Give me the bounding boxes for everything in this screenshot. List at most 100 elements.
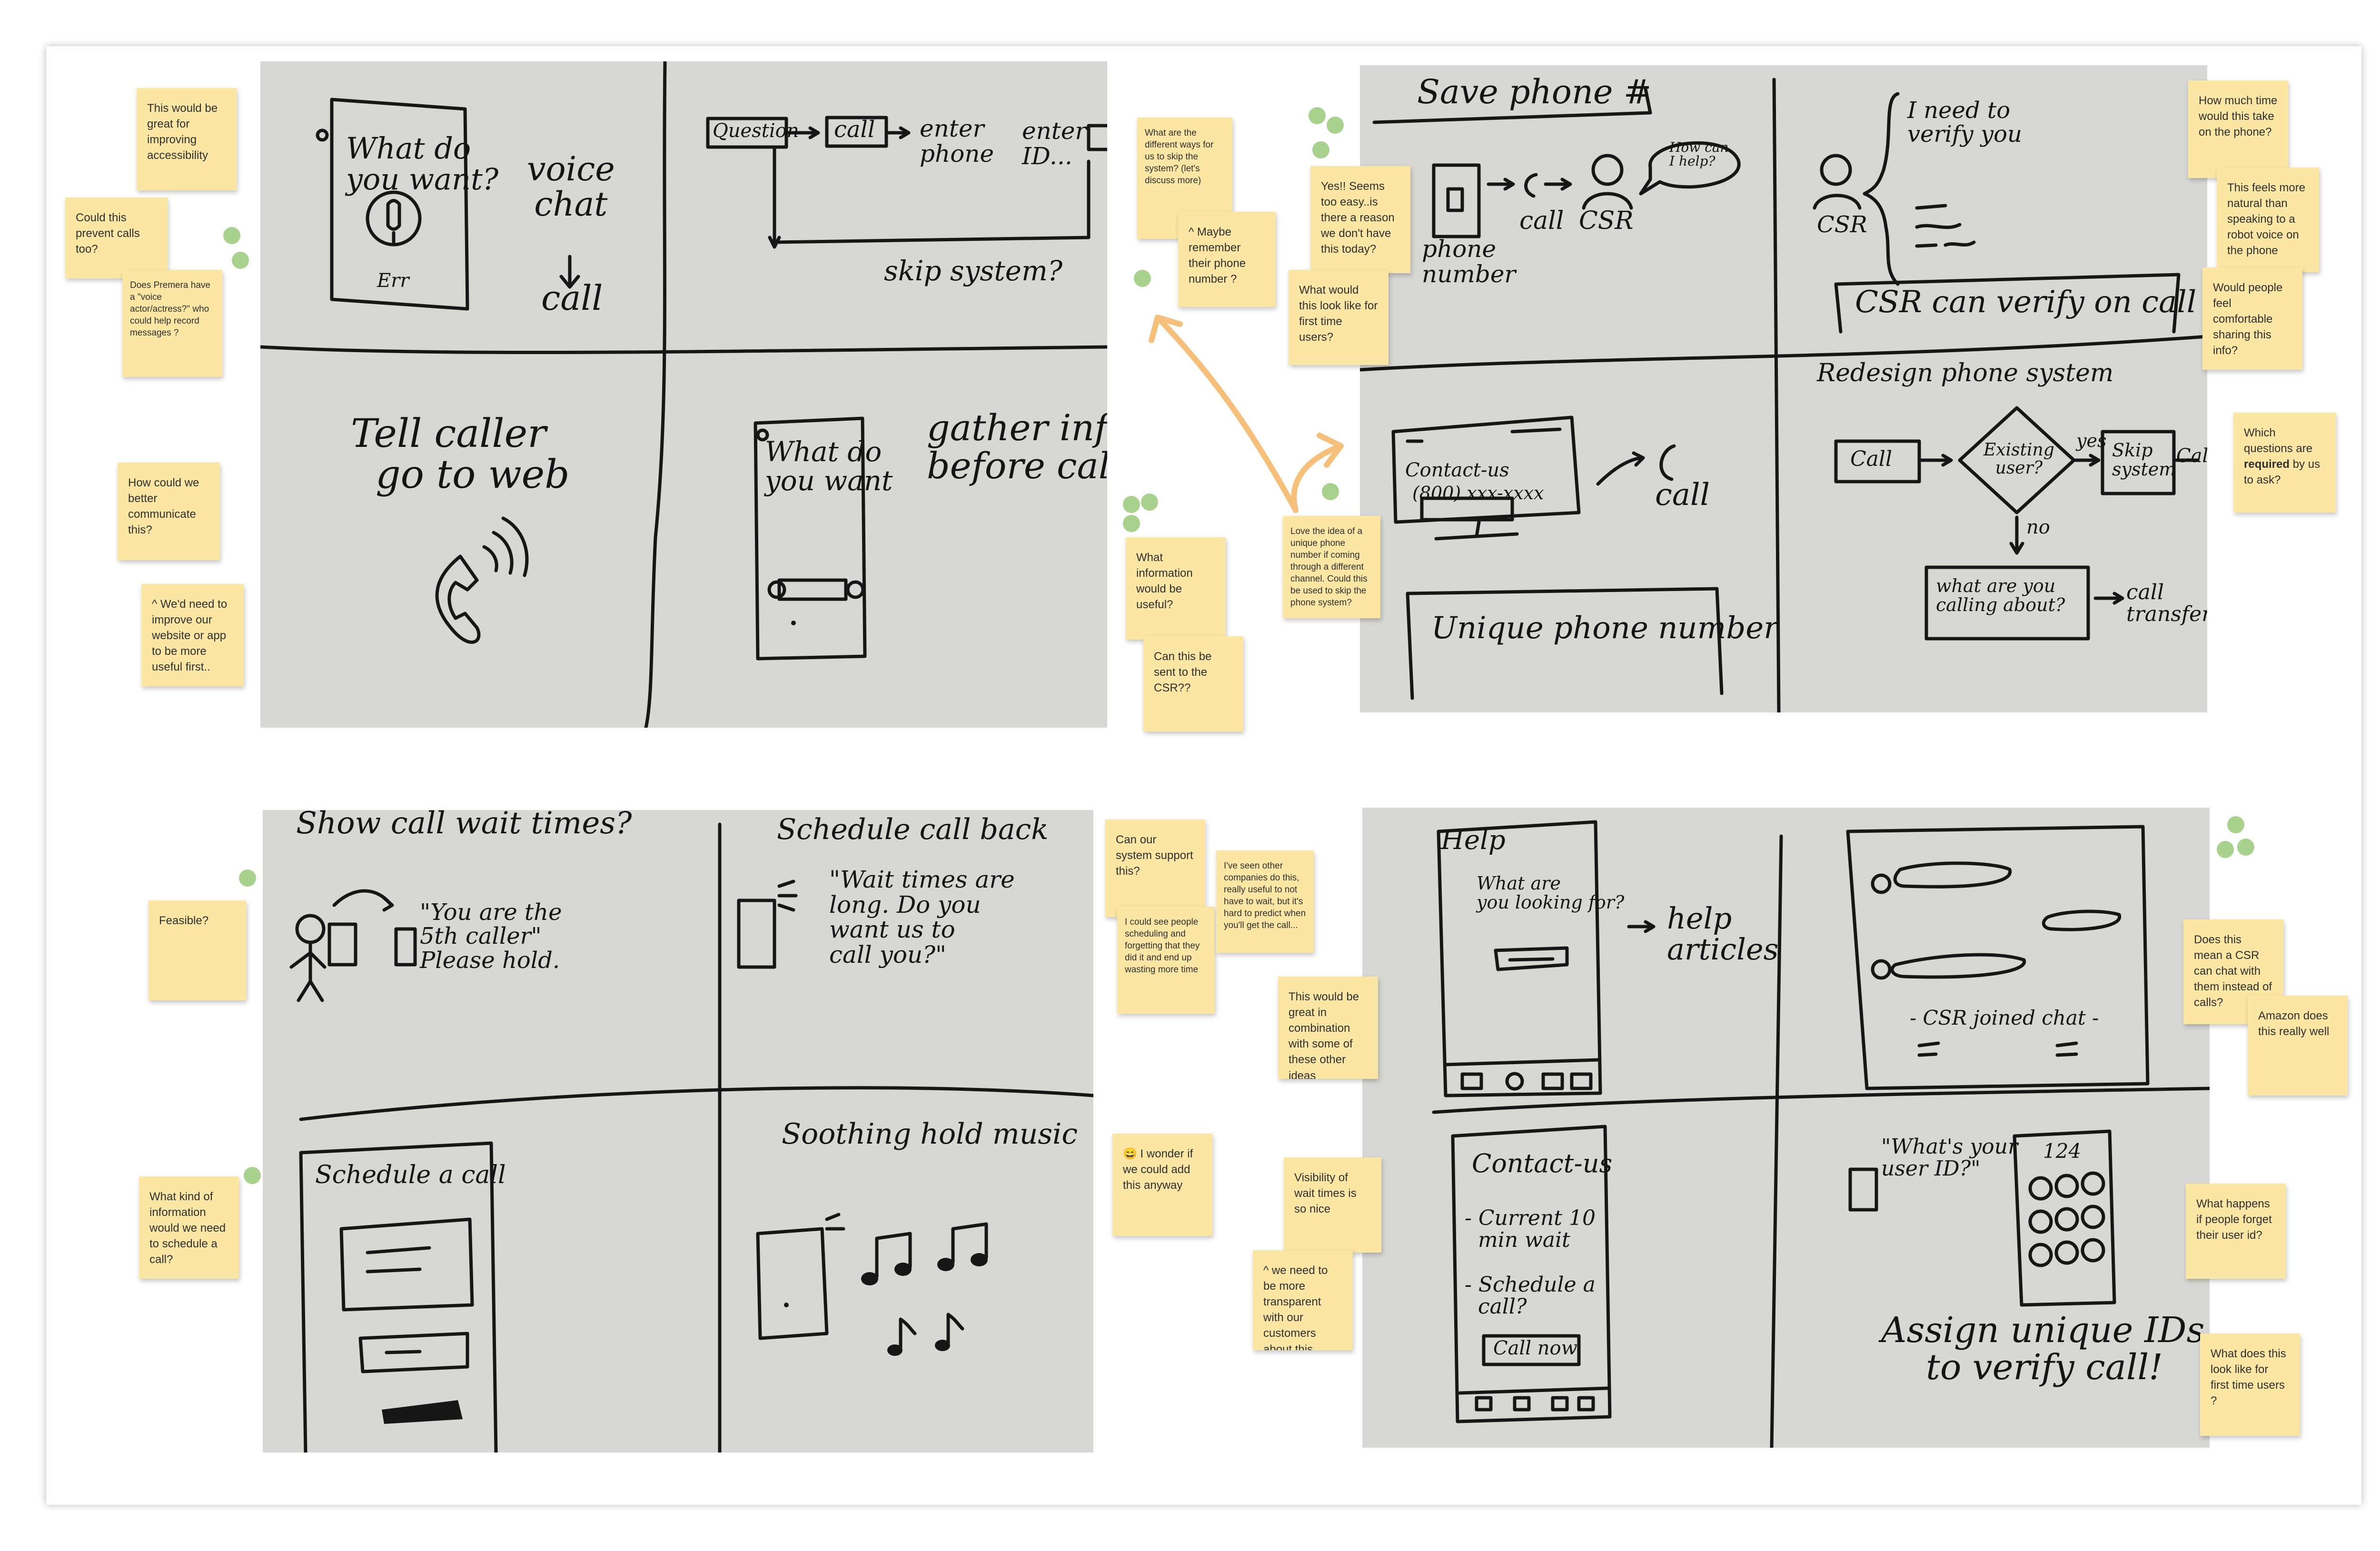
sketch-b-unique-phone: Unique phone number [1431, 611, 1778, 646]
sticky-note[interactable]: Feasible? [149, 900, 246, 1000]
sketch-d-drawing [1432, 820, 2210, 1448]
vote-dot[interactable] [1141, 494, 1158, 511]
sticky-note-text: Yes!! Seems too easy..is there a reason … [1321, 180, 1395, 256]
sticky-note[interactable]: Could this prevent calls too? [65, 198, 168, 278]
sketch-b-phone-number: phone number [1422, 235, 1516, 288]
sketch-b-drawing [1360, 78, 2207, 712]
sticky-note-text: I could see people scheduling and forget… [1125, 917, 1200, 975]
vote-dot[interactable] [232, 252, 249, 269]
sketch-c-wait-quote: "Wait times are long. Do you want us to … [829, 866, 1015, 968]
sticky-note[interactable]: What does this look like for first time … [2200, 1334, 2300, 1436]
vote-dot[interactable] [1322, 483, 1339, 500]
sketch-b-call: call [1519, 207, 1564, 235]
sticky-note[interactable]: ^ We'd need to improve our website or ap… [141, 584, 244, 686]
vote-dot[interactable] [2217, 841, 2234, 858]
sticky-note-text: What are the different ways for us to sk… [1145, 128, 1214, 186]
sketch-b-flow-call-end: Call [2176, 445, 2207, 467]
sticky-note[interactable]: What kind of information would we need t… [139, 1176, 239, 1279]
arrow-head-icon [1317, 433, 1344, 468]
sticky-note-text: Visibility of wait times is so nice [1294, 1171, 1357, 1216]
sketch-c-fifth-caller: "You are the 5th caller" Please hold. [420, 899, 562, 974]
sticky-note[interactable]: 😄 I wonder if we could add this anyway [1112, 1134, 1212, 1236]
sticky-note[interactable]: I've seen other companies do this, reall… [1216, 850, 1314, 953]
sticky-note-text: How much time would this take on the pho… [2199, 94, 2278, 139]
whiteboard-canvas[interactable]: What do you want? Err voice chat call Qu… [46, 46, 2361, 1505]
sticky-note[interactable]: What would this look like for first time… [1289, 270, 1388, 365]
sticky-note-text: Does Premera have a "voice actor/actress… [130, 280, 210, 338]
sticky-note-text: What kind of information would we need t… [149, 1190, 226, 1266]
sketch-d-keypad-display: 124 [2043, 1139, 2082, 1163]
sticky-note[interactable]: Love the idea of a unique phone number i… [1283, 516, 1380, 618]
vote-dot[interactable] [1134, 270, 1151, 287]
sketch-c-schedule-callback: Schedule call back [777, 813, 1049, 846]
vote-dot[interactable] [1312, 141, 1329, 158]
vote-dot[interactable] [2227, 816, 2244, 833]
sticky-note[interactable]: Visibility of wait times is so nice [1284, 1157, 1381, 1253]
sticky-note-text: This would be great for improving access… [147, 102, 218, 162]
sticky-note-text: 😄 I wonder if we could add this anyway [1123, 1147, 1193, 1192]
sketch-d-schedule-line: - Schedule a call? [1465, 1273, 1596, 1319]
sticky-note[interactable]: What information would be useful? [1126, 537, 1226, 640]
sketch-d-user-id-quote: "What's your user ID?" [1881, 1135, 2018, 1181]
sticky-note-text: What would this look like for first time… [1299, 284, 1378, 344]
sticky-note-text: What happens if people forget their user… [2196, 1197, 2272, 1242]
sketch-b-flow-existing: Existing user? [1983, 440, 2054, 478]
sticky-note[interactable]: This would be great in combination with … [1278, 977, 1378, 1079]
arrow-head-icon [1149, 315, 1183, 343]
sticky-note-text: What information would be useful? [1136, 551, 1193, 612]
sticky-note[interactable]: Amazon does this really well [2248, 996, 2348, 1096]
sketch-a-flow-enter-id: enter ID... [1022, 117, 1087, 170]
sketch-c-schedule-a-call: Schedule a call [315, 1161, 506, 1189]
sketch-d-csr-joined: - CSR joined chat - [1910, 1006, 2099, 1029]
vote-dot[interactable] [1309, 107, 1326, 124]
sticky-note-text-part: by us to ask? [2244, 458, 2320, 487]
sketch-b-csr-verify: CSR can verify on call [1855, 285, 2197, 320]
sketch-b-call2: call [1655, 477, 1710, 513]
sticky-note[interactable]: Can our system support this? [1105, 820, 1205, 917]
connector-arrow[interactable] [1291, 443, 1344, 513]
sketch-b-flow-call: Call [1850, 447, 1893, 471]
sketch-b-contact-title: Contact-us [1405, 459, 1509, 481]
sticky-note-text: This would be great in combination with … [1289, 990, 1359, 1079]
vote-dot[interactable] [239, 869, 256, 887]
sketch-a-phone-text: What do you want? [346, 131, 499, 197]
sticky-note[interactable]: How could we better communicate this? [118, 463, 220, 560]
sticky-note[interactable]: ^ we need to be more transparent with ou… [1253, 1250, 1353, 1350]
sticky-note-text: This feels more natural than speaking to… [2227, 181, 2306, 257]
sketch-c-soothing: Soothing hold music [782, 1117, 1078, 1151]
sketch-photo-d: Help What are you looking for? help arti… [1362, 808, 2210, 1448]
sticky-note[interactable]: What happens if people forget their user… [2186, 1184, 2286, 1279]
sticky-note[interactable]: Yes!! Seems too easy..is there a reason … [1310, 166, 1410, 273]
sketch-d-help: Help [1441, 825, 1506, 856]
sticky-note-text: Can our system support this? [1116, 833, 1193, 878]
sketch-b-flow-transfer: call transfer [2126, 580, 2207, 627]
vote-dot[interactable] [244, 1167, 261, 1184]
sketch-a-phone-bottom: Err [377, 270, 409, 292]
sketch-d-wait-line: - Current 10 min wait [1465, 1206, 1596, 1253]
sticky-note-text: How could we better communicate this? [128, 476, 199, 537]
sticky-note-text-part: Which questions are [2244, 426, 2313, 455]
sticky-note[interactable]: Which questions are required by us to as… [2233, 413, 2336, 513]
vote-dot[interactable] [1327, 117, 1344, 134]
sticky-note[interactable]: This feels more natural than speaking to… [2217, 168, 2319, 272]
sticky-note-text: What does this look like for first time … [2211, 1347, 2286, 1408]
sketch-b-bubble: How can I help? [1669, 139, 1729, 169]
sticky-note[interactable]: Can this be sent to the CSR?? [1143, 636, 1243, 731]
sticky-note[interactable]: Would people feel comfortable sharing th… [2202, 267, 2302, 370]
connector-arrow[interactable] [1155, 315, 1299, 513]
sticky-note[interactable]: I could see people scheduling and forget… [1117, 907, 1215, 1014]
sketch-b-csr: CSR [1579, 207, 1634, 235]
sticky-note-text: Does this mean a CSR can chat with them … [2194, 933, 2272, 1009]
sticky-note[interactable]: Does this mean a CSR can chat with them … [2183, 919, 2283, 1024]
sketch-a-phone2-text: What do you want [765, 435, 893, 497]
sticky-note-text: Feasible? [159, 914, 209, 927]
sticky-note[interactable]: How much time would this take on the pho… [2188, 80, 2288, 178]
vote-dot[interactable] [2237, 839, 2254, 856]
sticky-note[interactable]: ^ Maybe remember their phone number ? [1178, 212, 1276, 307]
sketch-b-flow-why: what are you calling about? [1936, 575, 2065, 615]
vote-dot[interactable] [223, 227, 240, 244]
sticky-note[interactable]: This would be great for improving access… [137, 88, 237, 190]
sticky-note[interactable]: Does Premera have a "voice actor/actress… [122, 270, 222, 377]
vote-dot[interactable] [1123, 496, 1140, 513]
vote-dot[interactable] [1123, 515, 1140, 532]
